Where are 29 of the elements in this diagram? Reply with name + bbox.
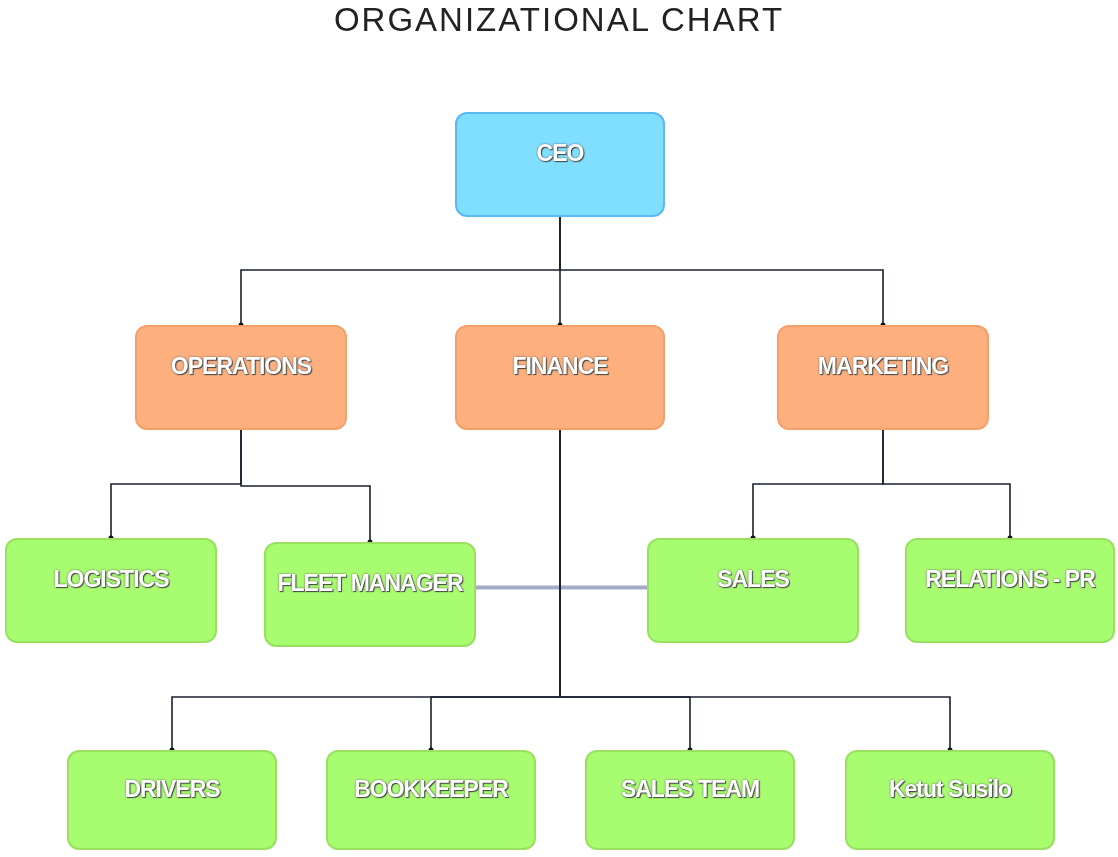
role-label: CEO [536, 140, 584, 167]
role-label: LOGISTICS [53, 566, 169, 593]
chart-title: ORGANIZATIONAL CHART [332, 2, 786, 39]
role-label: SALES [717, 566, 789, 593]
connector-line [240, 429, 373, 545]
role-box [845, 750, 1055, 850]
role-label: FLEET MANAGER [277, 570, 463, 597]
role-box [135, 325, 347, 430]
role-box [67, 750, 277, 850]
role-box [5, 538, 217, 643]
role-box [777, 325, 989, 430]
role-label: FINANCE [512, 353, 608, 380]
connector-line [559, 216, 886, 328]
role-box [585, 750, 795, 850]
role-label: BOOKKEEPER [354, 775, 508, 803]
role-box [455, 325, 665, 430]
role-label: RELATIONS - PR [925, 566, 1095, 593]
role-label: SALES TEAM [620, 775, 760, 803]
role-label: MARKETING [817, 353, 949, 380]
role-label: OPERATIONS [170, 353, 312, 380]
role-box [264, 542, 476, 647]
role-box [326, 750, 536, 850]
connector-line [476, 585, 647, 590]
role-box [647, 538, 859, 643]
role-label: Ketut Susilo [888, 775, 1012, 803]
role-box [455, 112, 665, 217]
role-label: DRIVERS [124, 775, 220, 803]
role-box [905, 538, 1115, 643]
connector-line [882, 429, 1013, 541]
